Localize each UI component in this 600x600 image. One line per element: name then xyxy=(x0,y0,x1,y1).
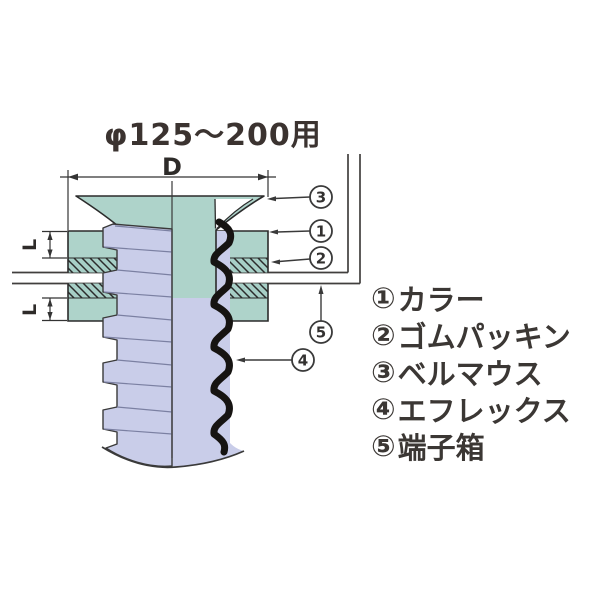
legend-marker-3: ③ xyxy=(371,354,396,389)
legend-marker-1: ① xyxy=(371,280,396,315)
legend-label-bell-mouth: ベルマウス xyxy=(397,356,543,391)
conduit-center xyxy=(172,298,244,467)
legend-label-terminal-box: 端子箱 xyxy=(397,430,485,465)
legend-marker-4: ④ xyxy=(371,391,396,426)
legend-label-rubber-packing: ゴムパッキン xyxy=(397,319,571,354)
legend-label-eflex: エフレックス xyxy=(397,393,571,428)
callout-2-number: 2 xyxy=(316,250,326,268)
conduit-corrugation-section xyxy=(210,218,235,456)
bell-mouth-opening xyxy=(215,199,253,229)
callout-5-number: 5 xyxy=(316,324,326,342)
eflex-conduit xyxy=(101,218,245,469)
dimension-l-upper-label: L xyxy=(19,239,41,251)
callout-terminal-box: 5 xyxy=(309,285,333,344)
dimension-d: D xyxy=(60,153,276,230)
conduit-ridge-lines xyxy=(103,225,173,435)
legend-marker-5: ⑤ xyxy=(371,428,396,463)
diagram-title: φ125～200用 xyxy=(104,118,322,153)
callout-1-number: 1 xyxy=(316,223,326,241)
callout-collar: 1 xyxy=(269,219,333,243)
dimension-l-lower: L xyxy=(19,297,67,322)
dimension-d-label: D xyxy=(162,153,182,181)
legend-label-collar: カラー xyxy=(397,282,485,317)
legend-marker-2: ② xyxy=(371,317,396,352)
dimension-l-lower-label: L xyxy=(19,304,41,316)
callout-3-number: 3 xyxy=(316,189,326,207)
callout-rubber-packing: 2 xyxy=(271,246,333,270)
callout-4-number: 4 xyxy=(298,352,308,370)
callout-eflex: 4 xyxy=(236,348,315,372)
break-line xyxy=(101,446,245,469)
dimension-l-upper: L xyxy=(19,230,67,259)
callout-bell-mouth: 3 xyxy=(267,185,333,209)
conduit-front xyxy=(102,223,173,468)
